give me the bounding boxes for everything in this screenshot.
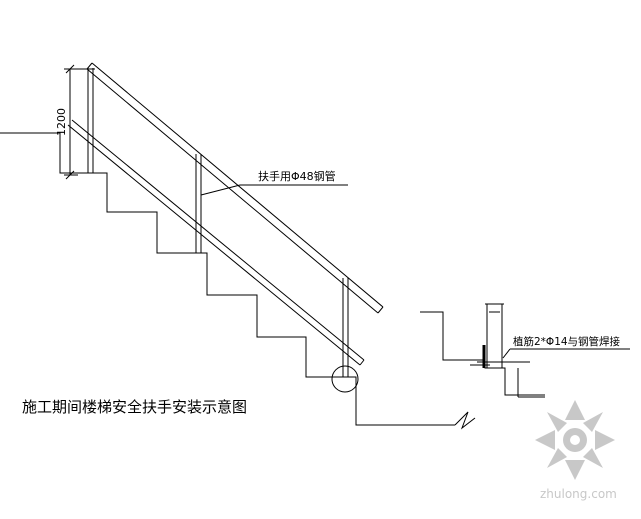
- rail-label: 扶手用Φ48钢管: [258, 169, 336, 183]
- anchor-detail: 植筋2*Φ14与钢管焊接: [420, 303, 630, 398]
- zhulong-logo-icon: [535, 400, 615, 480]
- upper-handrail: [86, 62, 384, 314]
- break-mark: [454, 411, 476, 430]
- dimension-label: 1200: [55, 108, 68, 136]
- post-1: [87, 68, 94, 173]
- rail-leader: [200, 184, 241, 196]
- post-3: [342, 278, 349, 377]
- height-dimension: 1200: [55, 64, 95, 180]
- diagram-title: 施工期间楼梯安全扶手安装示意图: [22, 398, 247, 416]
- post-2: [195, 154, 202, 253]
- watermark-text: zhulong.com: [540, 487, 617, 501]
- stair-profile: [0, 132, 455, 426]
- detail-circle: [331, 365, 359, 393]
- anchor-label: 植筋2*Φ14与钢管焊接: [513, 335, 621, 348]
- lower-handrail: [67, 119, 365, 366]
